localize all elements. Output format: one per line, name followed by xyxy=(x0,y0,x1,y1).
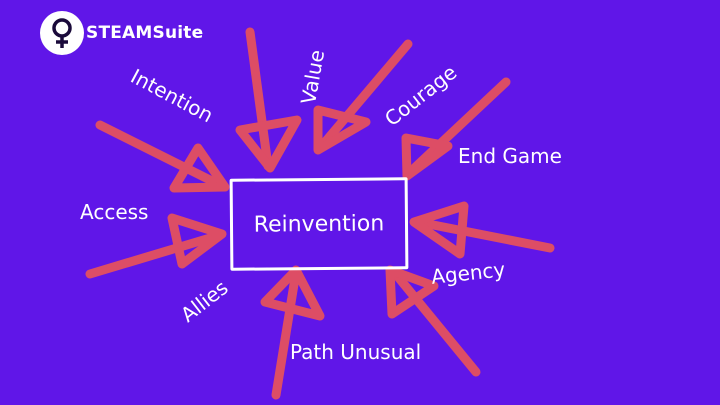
arrow-right xyxy=(409,201,555,259)
logo: STEAMSuite xyxy=(40,10,203,56)
center-label: Reinvention xyxy=(253,210,385,238)
arrow-bottom-right xyxy=(385,265,481,377)
arrow-left xyxy=(85,213,227,279)
venus-symbol-icon xyxy=(40,11,84,55)
arrow-top-left xyxy=(95,120,230,193)
arrow-top xyxy=(235,27,302,173)
arrow-bottom xyxy=(260,265,325,400)
arrow-top-right xyxy=(313,39,413,155)
label-path-unusual: Path Unusual xyxy=(290,340,422,364)
label-access: Access xyxy=(80,200,149,224)
brand-name: STEAMSuite xyxy=(86,23,204,43)
label-end-game: End Game xyxy=(458,144,562,168)
center-box: Reinvention xyxy=(229,177,409,271)
arrow-right-upper xyxy=(401,77,511,181)
